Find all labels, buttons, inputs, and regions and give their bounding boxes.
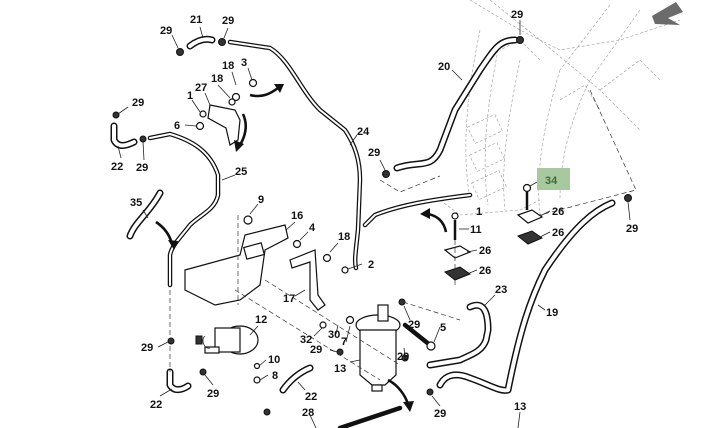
callout-22[interactable]: 22	[305, 391, 317, 403]
callout-29[interactable]: 29	[310, 344, 322, 356]
callout-12[interactable]: 12	[255, 314, 267, 326]
rod-28	[337, 405, 403, 428]
callout-29[interactable]: 29	[408, 319, 420, 331]
clip-26-c	[516, 209, 544, 224]
callout-10[interactable]: 10	[268, 354, 280, 366]
callout-26[interactable]: 26	[479, 245, 491, 257]
clip-26-d	[516, 230, 544, 245]
callout-4[interactable]: 4	[309, 222, 316, 234]
callout-6[interactable]: 6	[174, 120, 180, 132]
callout-16[interactable]: 16	[291, 210, 303, 222]
bolt-5-head	[426, 341, 436, 351]
callout-29[interactable]: 29	[207, 388, 219, 400]
clip-26-a	[443, 245, 472, 259]
callout-5[interactable]: 5	[440, 322, 446, 334]
callout-23[interactable]: 23	[495, 284, 507, 296]
bracket-27	[207, 104, 241, 146]
callout-9[interactable]: 9	[258, 194, 264, 206]
callout-1[interactable]: 1	[187, 90, 193, 102]
callout-13[interactable]: 13	[514, 401, 526, 413]
callout-29[interactable]: 29	[222, 15, 234, 27]
bolt-11	[451, 212, 459, 240]
hose-23	[426, 301, 492, 369]
callout-1[interactable]: 1	[476, 206, 482, 218]
clip-26-b	[443, 266, 472, 281]
callout-34[interactable]: 34	[545, 175, 558, 187]
callout-24[interactable]: 24	[357, 126, 370, 138]
callout-22[interactable]: 22	[150, 399, 162, 411]
callout-13[interactable]: 13	[334, 363, 346, 375]
hose-21	[186, 35, 216, 50]
callout-28[interactable]: 28	[302, 407, 314, 419]
hose-19	[436, 199, 616, 394]
fuel-line-return	[362, 192, 473, 228]
assembly-lines	[169, 215, 461, 381]
leader-lines	[117, 20, 631, 428]
motion-arrows	[155, 84, 448, 412]
bracket-16-slot	[243, 242, 265, 260]
callout-17[interactable]: 17	[283, 293, 295, 305]
callout-30[interactable]: 30	[328, 329, 340, 341]
fuel-pump-12	[195, 325, 259, 355]
callout-11[interactable]: 11	[470, 224, 482, 236]
callout-29[interactable]: 29	[160, 25, 172, 37]
hose-22-lower-left	[166, 368, 192, 394]
chassis-frame-outline	[379, 0, 681, 216]
fuel-line-25	[147, 131, 221, 288]
callout-25[interactable]: 25	[235, 166, 247, 178]
callout-19[interactable]: 19	[546, 307, 558, 319]
callout-labels: 21 29 29 3 18 18 27 1 6 29 22 29 25 24 2…	[111, 9, 638, 420]
bolt-34	[522, 183, 532, 210]
callout-18[interactable]: 18	[222, 60, 234, 72]
callout-8[interactable]: 8	[272, 370, 278, 382]
callout-29[interactable]: 29	[434, 408, 446, 420]
callout-18[interactable]: 18	[338, 231, 350, 243]
callout-18[interactable]: 18	[211, 73, 223, 85]
view-direction-arrow	[652, 2, 683, 25]
hardware-clamps	[112, 36, 632, 416]
callout-21[interactable]: 21	[190, 14, 202, 26]
callout-29[interactable]: 29	[132, 97, 144, 109]
callout-20[interactable]: 20	[438, 61, 450, 73]
hose-35	[126, 189, 164, 240]
callout-27[interactable]: 27	[195, 82, 207, 94]
callout-34-highlight	[537, 168, 570, 190]
callout-3[interactable]: 3	[241, 57, 247, 69]
fuel-line-24	[227, 39, 363, 271]
callout-29[interactable]: 29	[626, 223, 638, 235]
callout-7[interactable]: 7	[341, 336, 347, 348]
callout-26[interactable]: 26	[552, 206, 564, 218]
callout-29[interactable]: 29	[511, 9, 523, 21]
hose-20	[393, 36, 519, 172]
callout-22[interactable]: 22	[111, 161, 123, 173]
callout-26[interactable]: 26	[552, 227, 564, 239]
callout-29[interactable]: 29	[136, 162, 148, 174]
callout-35[interactable]: 35	[130, 197, 142, 209]
callout-29[interactable]: 29	[397, 351, 409, 363]
hose-22-middle	[279, 364, 314, 394]
fuel-filter-13	[355, 304, 401, 392]
callout-29[interactable]: 29	[368, 147, 380, 159]
bracket-16	[184, 224, 289, 306]
callout-2[interactable]: 2	[368, 259, 374, 271]
bolt-5	[402, 322, 433, 348]
bracket-17	[289, 249, 326, 311]
hose-22-upper	[110, 122, 138, 149]
callout-29[interactable]: 29	[141, 342, 153, 354]
callout-26[interactable]: 26	[479, 265, 491, 277]
callout-32[interactable]: 32	[300, 334, 312, 346]
